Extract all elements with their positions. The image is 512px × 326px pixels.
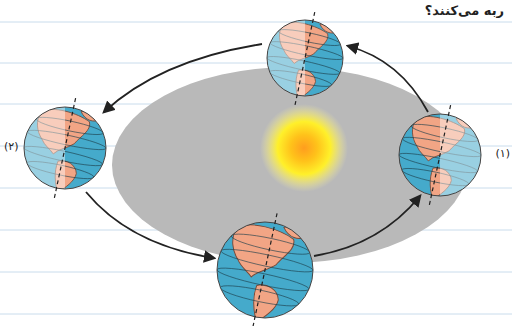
- earth-axis: [253, 213, 277, 326]
- orbit-arrow: [104, 44, 262, 112]
- earth-axis: [54, 98, 75, 198]
- callout-number: (۱): [495, 147, 510, 160]
- earth-globe: [266, 11, 344, 105]
- ruled-line: [0, 63, 512, 64]
- orbit-arrow: [86, 192, 214, 258]
- latitude-line: [216, 264, 310, 295]
- earth-globe: [398, 105, 482, 205]
- earth-globes: [23, 11, 482, 326]
- orbit-arrow: [314, 196, 420, 256]
- ruled-lines: [0, 22, 512, 314]
- night-side: [267, 20, 305, 96]
- question-heading: ربه می‌کنند؟: [425, 3, 504, 18]
- sun: [260, 104, 348, 192]
- earth-globe: [23, 98, 107, 198]
- earth-axis: [429, 105, 450, 205]
- earth-axis: [295, 11, 315, 105]
- orbit-arrow: [348, 46, 428, 112]
- latitude-line: [220, 245, 314, 276]
- ruled-line: [0, 22, 512, 23]
- callout-number: (۲): [4, 140, 19, 153]
- earth-globe: [216, 213, 314, 326]
